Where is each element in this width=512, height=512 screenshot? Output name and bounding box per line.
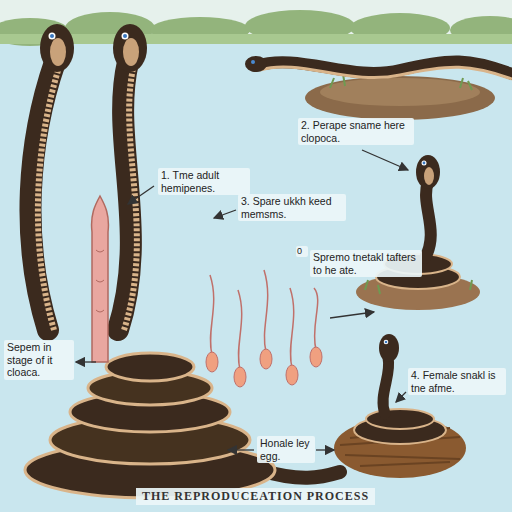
cobra-right-part — [123, 34, 127, 38]
callout-label: Spremo tnetakl tafters to he ate. — [310, 250, 422, 277]
tree-line — [0, 10, 512, 46]
sperm-cells-part — [314, 288, 318, 350]
sperm-cells-part — [260, 349, 272, 369]
callout-number: 0 — [296, 246, 308, 257]
cobra-left-part — [50, 38, 66, 66]
leader-arrows-part — [76, 361, 96, 362]
hemipenis — [92, 196, 109, 362]
mound-cobra-part — [416, 155, 440, 189]
cobra-right-part — [118, 62, 131, 330]
nest-part — [384, 340, 389, 345]
leader-arrows-part — [128, 186, 154, 204]
cobra-right — [113, 24, 147, 330]
mound-cobra-part — [422, 161, 427, 166]
leader-arrows-part — [214, 210, 236, 218]
leader-arrows-part — [316, 449, 334, 450]
sperm-cells-part — [206, 352, 218, 372]
mound-cobra-part — [423, 162, 426, 165]
callout-label: 2. Perape sname here clopoca. — [298, 118, 414, 145]
sperm-cells-part — [210, 275, 214, 355]
island — [305, 74, 495, 120]
cobra-right-part — [113, 24, 147, 72]
callout-label: Sepem in stage of it cloaca. — [4, 340, 74, 380]
mound-cobra — [356, 155, 480, 310]
top-snake-part — [251, 60, 255, 64]
cobra-right-part — [122, 33, 129, 40]
callout-label: 3. Spare ukkh keed memsms. — [238, 194, 346, 221]
island-part — [305, 76, 495, 120]
leader-arrows-part — [396, 392, 406, 402]
callout-label: 4. Female snakl is tne afme. — [408, 368, 506, 395]
leader-arrows-part — [228, 449, 254, 450]
cobra-right-part — [123, 38, 139, 66]
cobra-right-part — [124, 64, 137, 330]
mound-cobra-part — [424, 167, 434, 185]
mound-cobra-part — [425, 182, 431, 258]
coiled-snake-part — [106, 353, 194, 381]
cobra-left-part — [38, 64, 60, 330]
hemipenis-part — [96, 250, 104, 312]
cobra-left-part — [50, 34, 54, 38]
top-snake — [245, 56, 512, 79]
sperm-cells-part — [286, 365, 298, 385]
sperm-cells-part — [290, 288, 294, 368]
leader-arrows-part — [362, 150, 408, 170]
top-snake-part — [245, 56, 267, 72]
callout-label: 1. Tme adult hemipenes. — [158, 168, 250, 195]
leader-arrows-part — [330, 312, 374, 318]
nest-part — [366, 409, 434, 429]
cobra-left-part — [40, 24, 74, 72]
callout-label: Honale ley egg. — [257, 436, 315, 463]
nest-part — [383, 358, 389, 414]
sperm-cells-part — [264, 270, 268, 352]
sperm-cells — [206, 270, 322, 387]
hemipenis-part — [92, 196, 109, 362]
sperm-cells-part — [310, 347, 322, 367]
diagram-title: THE REPRODUCEATION PROCESS — [136, 488, 375, 505]
nest-part — [379, 334, 399, 362]
nest — [334, 334, 466, 478]
tree-line-part — [0, 34, 512, 44]
top-snake-part — [260, 67, 512, 79]
sperm-cells-part — [238, 290, 242, 370]
sperm-cells-part — [234, 367, 246, 387]
nest-part — [385, 341, 388, 344]
cobra-left — [30, 24, 74, 330]
leader-arrows — [76, 150, 408, 450]
cobra-left-part — [49, 33, 56, 40]
